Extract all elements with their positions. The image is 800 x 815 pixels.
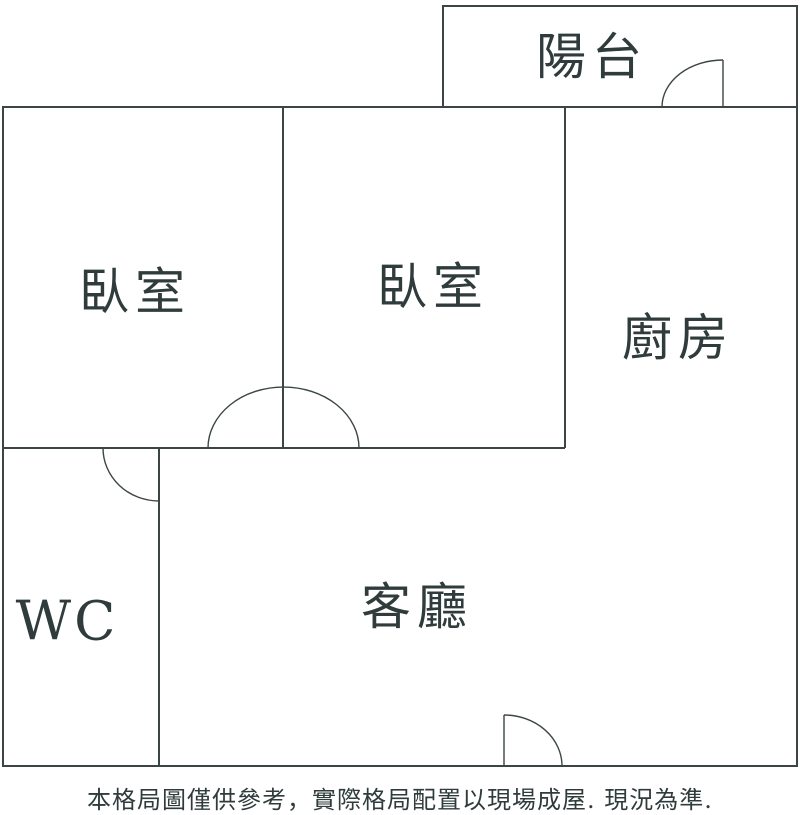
balcony-door-arc [661, 59, 724, 108]
room-label-bedroom-right: 臥室 [377, 258, 489, 316]
room-label-living-room: 客廳 [361, 578, 473, 636]
wc-door-arc [102, 447, 160, 502]
room-label-kitchen: 廚房 [622, 309, 734, 367]
room-labels: 陽台 臥室 臥室 廚房 WC 客廳 [16, 28, 734, 653]
disclaimer-text: 本格局圖僅供參考，實際格局配置以現場成屋. 現況為準. [87, 786, 713, 814]
room-label-bedroom-left: 臥室 [79, 263, 191, 321]
room-label-wc: WC [16, 590, 119, 653]
balcony-wall [442, 5, 798, 107]
bedroom-doors-arc [207, 386, 360, 449]
room-label-balcony: 陽台 [536, 28, 648, 86]
living-room-door-arc [503, 714, 563, 767]
main-outline-wall [2, 106, 798, 767]
walls [2, 5, 798, 767]
doors [102, 59, 724, 767]
